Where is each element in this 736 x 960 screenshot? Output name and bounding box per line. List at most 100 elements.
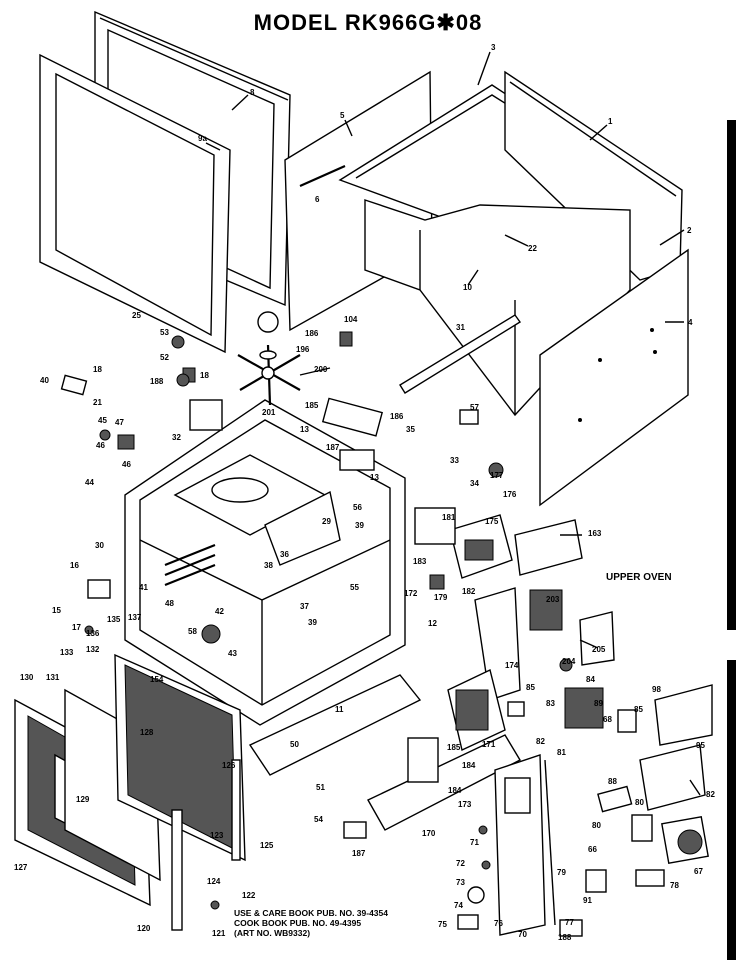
part-label: 129 — [76, 795, 90, 804]
cook-book-note: COOK BOOK PUB. NO. 49-4395 — [234, 918, 362, 928]
part-label: 75 — [438, 920, 447, 929]
part-label: 45 — [98, 416, 107, 425]
oven-cavity — [124, 399, 406, 726]
part-label: 39 — [308, 618, 317, 627]
part-label: 121 — [212, 929, 226, 938]
part-label: 128 — [140, 728, 154, 737]
part-label: 18 — [93, 365, 102, 374]
part-label: 82 — [706, 790, 715, 799]
part-label: 127 — [14, 863, 28, 872]
magnetron — [449, 514, 513, 579]
part-label: 137 — [128, 613, 142, 622]
part-label: 43 — [228, 649, 237, 658]
part-label: 186 — [390, 412, 404, 421]
hood-interlock-switch — [529, 589, 563, 631]
part-label: 70 — [518, 930, 527, 939]
part-label: 30 — [95, 541, 104, 550]
part-label: 204 — [562, 657, 576, 666]
part-label: 31 — [456, 323, 465, 332]
part-label: 40 — [40, 376, 49, 385]
part-label: 177 — [490, 471, 504, 480]
part-label: 32 — [172, 433, 181, 442]
part-label: 18 — [200, 371, 209, 380]
scan-edge-bar-lower — [727, 660, 736, 960]
part-label: 196 — [296, 345, 310, 354]
part-label: 124 — [207, 877, 221, 886]
small-hardware-parts — [60, 331, 665, 937]
part-label: 78 — [670, 881, 679, 890]
part-label: 81 — [557, 748, 566, 757]
bottom-tray — [248, 674, 422, 776]
part-label: 57 — [470, 403, 479, 412]
part-label: 5 — [340, 111, 345, 120]
oven-door-assembly — [14, 653, 246, 907]
part-label: 46 — [122, 460, 131, 469]
blower-cover — [654, 684, 713, 746]
part-label: 37 — [300, 602, 309, 611]
part-label: 205 — [592, 645, 606, 654]
fan-motor — [661, 816, 709, 864]
part-label: 67 — [694, 867, 703, 876]
right-side-panel — [539, 248, 689, 507]
use-care-book-note: USE & CARE BOOK PUB. NO. 39-4354 — [234, 908, 388, 918]
part-label: 95 — [696, 741, 705, 750]
part-label: 50 — [290, 740, 299, 749]
part-label: 176 — [503, 490, 517, 499]
part-label: 132 — [86, 645, 100, 654]
part-label: 51 — [316, 783, 325, 792]
part-label: 58 — [188, 627, 197, 636]
control-panel — [494, 754, 556, 936]
part-label: 1 — [608, 117, 613, 126]
part-label: 186 — [305, 329, 319, 338]
part-label: 188 — [150, 377, 164, 386]
part-label: 53 — [160, 328, 169, 337]
part-number-labels: 8 9a 3 1 5 6 2 22 10 4 31 25 53 52 18 40… — [14, 43, 715, 942]
part-label: 89 — [594, 699, 603, 708]
cavity-front-louvers — [164, 543, 216, 587]
part-label: 9a — [198, 134, 207, 143]
part-label: 173 — [458, 800, 472, 809]
part-label: 188 — [558, 933, 572, 942]
part-label: 71 — [470, 838, 479, 847]
door-hinge-left — [171, 809, 183, 931]
part-label: 126 — [222, 761, 236, 770]
part-label: 15 — [52, 606, 61, 615]
part-label: 179 — [434, 593, 448, 602]
part-label: 184 — [448, 786, 462, 795]
part-label: 185 — [305, 401, 319, 410]
part-label: 34 — [470, 479, 479, 488]
part-label: 36 — [280, 550, 289, 559]
part-label: 38 — [264, 561, 273, 570]
door-hinge-right — [231, 759, 241, 861]
part-label: 182 — [462, 587, 476, 596]
part-label: 85 — [526, 683, 535, 692]
part-label: 136 — [86, 629, 100, 638]
transformer — [447, 669, 506, 751]
part-label: 84 — [586, 675, 595, 684]
part-label: 77 — [565, 918, 574, 927]
part-label: 6 — [315, 195, 320, 204]
part-label: 16 — [70, 561, 79, 570]
part-label: 48 — [165, 599, 174, 608]
part-label: 131 — [46, 673, 60, 682]
part-label: 8 — [250, 88, 255, 97]
part-label: 3 — [491, 43, 496, 52]
part-label: 184 — [462, 761, 476, 770]
magnetron-cover — [514, 519, 583, 576]
part-label: 25 — [132, 311, 141, 320]
part-label: 120 — [137, 924, 151, 933]
part-label: 54 — [314, 815, 323, 824]
stirrer-fan — [237, 311, 301, 406]
base-plate — [367, 734, 521, 831]
part-label: 12 — [428, 619, 437, 628]
part-label: 80 — [592, 821, 601, 830]
part-label: 122 — [242, 891, 256, 900]
part-label: 201 — [262, 408, 276, 417]
part-label: 135 — [107, 615, 121, 624]
power-relay — [564, 687, 604, 729]
part-label: 33 — [450, 456, 459, 465]
part-label: 35 — [406, 425, 415, 434]
part-label: 85 — [634, 705, 643, 714]
part-label: 17 — [72, 623, 81, 632]
